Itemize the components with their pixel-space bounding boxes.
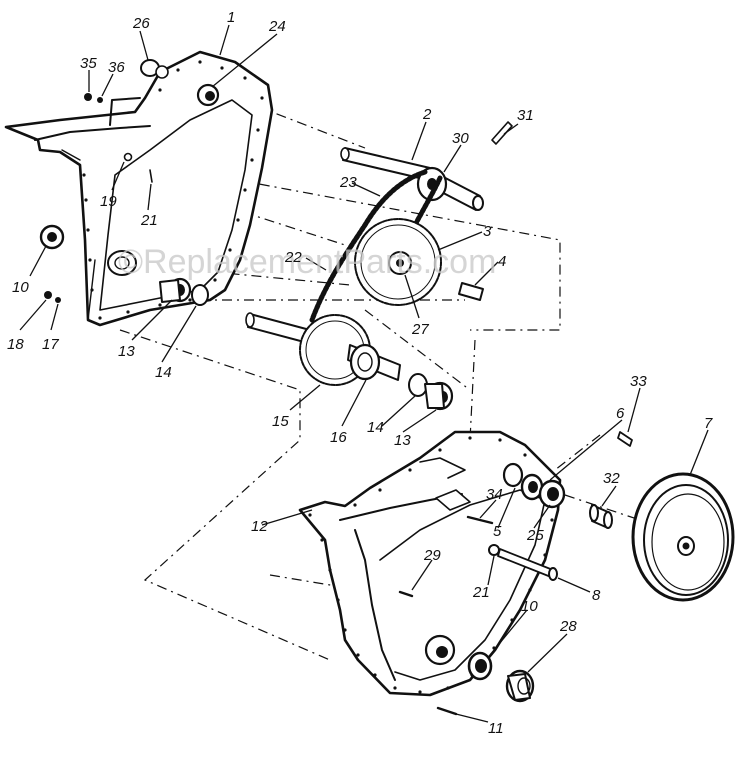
leader-lines [19, 24, 709, 723]
callout-16: 16 [330, 429, 347, 446]
callout-33: 33 [630, 373, 647, 390]
left-hardware [39, 59, 220, 306]
pulley [631, 472, 735, 602]
callout-8: 8 [592, 587, 601, 604]
callout-36: 36 [108, 59, 125, 76]
callout-22: 22 [284, 249, 302, 266]
callout-19: 19 [100, 193, 117, 210]
callout-13-right: 13 [394, 432, 411, 449]
callout-29: 29 [423, 547, 441, 564]
callout-35: 35 [80, 55, 97, 72]
callout-34: 34 [486, 486, 503, 503]
callout-32: 32 [603, 470, 620, 487]
callout-labels: 1 2 3 4 5 6 7 8 10 10 11 12 13 13 14 14 … [7, 9, 713, 737]
callout-11: 11 [488, 720, 504, 737]
upper-shaft-assembly [340, 121, 513, 211]
pin-4 [458, 282, 484, 301]
callout-18: 18 [7, 336, 24, 353]
callout-2: 2 [422, 106, 432, 123]
callout-24: 24 [268, 18, 286, 35]
callout-10-lower: 10 [521, 598, 538, 615]
callout-15: 15 [272, 413, 289, 430]
callout-27: 27 [411, 321, 429, 338]
callout-31: 31 [517, 107, 534, 124]
callout-5: 5 [493, 523, 502, 540]
callout-6: 6 [616, 405, 625, 422]
right-hardware [398, 431, 633, 716]
callout-1: 1 [227, 9, 235, 26]
callout-25: 25 [526, 527, 544, 544]
callout-28: 28 [559, 618, 577, 635]
callout-21-left: 21 [140, 212, 158, 229]
callout-14-left: 14 [155, 364, 172, 381]
housing-left [4, 50, 274, 327]
housing-left-rivets [82, 60, 264, 320]
callout-13-left: 13 [118, 343, 135, 360]
callout-14-right: 14 [367, 419, 384, 436]
lower-shaft-assembly [245, 312, 454, 411]
callout-3: 3 [483, 223, 492, 240]
callout-30: 30 [452, 130, 469, 147]
callout-10-upper: 10 [12, 279, 29, 296]
large-sprocket [354, 218, 442, 306]
callout-7: 7 [704, 415, 713, 432]
callout-12: 12 [251, 518, 268, 535]
callout-26: 26 [132, 15, 150, 32]
watermark: ©ReplacementParts.com [118, 243, 496, 281]
callout-4: 4 [498, 253, 506, 270]
callout-23: 23 [339, 174, 357, 191]
callout-21-right: 21 [472, 584, 490, 601]
callout-17: 17 [42, 336, 59, 353]
